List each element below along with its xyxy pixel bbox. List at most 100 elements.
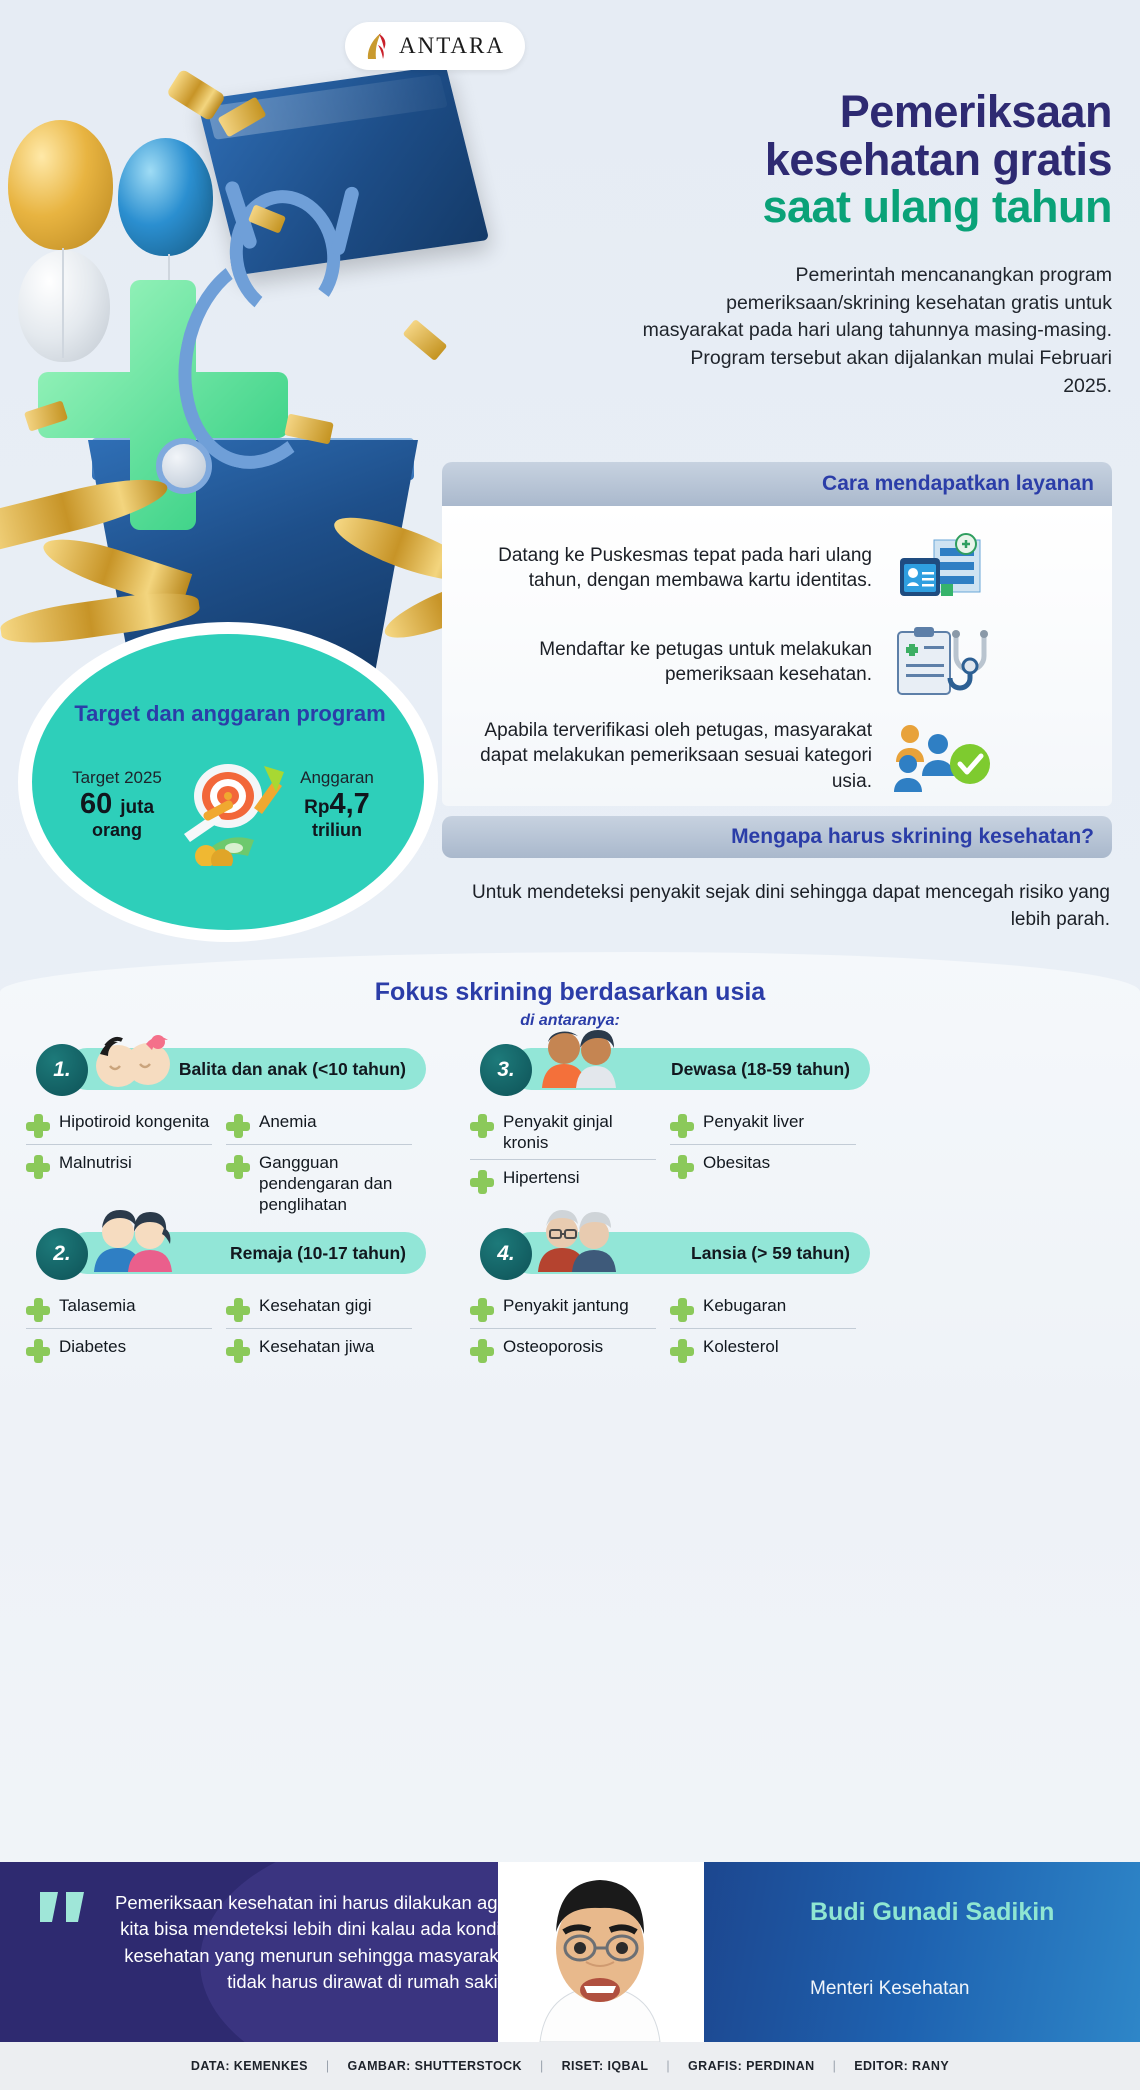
focus-group-column: Anemia Gangguan pendengaran dan pengliha…: [226, 1104, 412, 1221]
focus-group-number: 3.: [480, 1044, 532, 1096]
budget-prefix: Rp: [304, 797, 330, 818]
clipboard-stethoscope-icon: [886, 622, 996, 702]
focus-subheading: di antaranya:: [520, 1012, 620, 1029]
credit-graphics: GRAFIS: PERDINAN: [688, 2059, 815, 2073]
green-cross-bullet-icon: [670, 1298, 694, 1322]
green-cross-bullet-icon: [470, 1114, 494, 1138]
green-cross-bullet-icon: [470, 1170, 494, 1195]
green-cross-bullet-icon: [226, 1339, 250, 1363]
title-line-1: Pemeriksaan: [839, 86, 1113, 137]
budget-value: 4,7: [329, 788, 370, 820]
focus-group-number: 4.: [480, 1228, 532, 1280]
how-to-panel: Datang ke Puskesmas tepat pada hari ulan…: [442, 506, 1112, 806]
focus-group-label: Balita dan anak (<10 tahun): [178, 1059, 406, 1079]
focus-group-column: Talasemia Diabetes: [26, 1288, 212, 1369]
list-item: Kebugaran: [670, 1288, 856, 1329]
list-item: Penyakit jantung: [470, 1288, 656, 1329]
focus-group-number: 2.: [36, 1228, 88, 1280]
adult-couple-icon: [532, 1026, 624, 1088]
list-item: Kesehatan gigi: [226, 1288, 412, 1329]
target-2025-unit1: juta: [120, 797, 155, 818]
green-cross-bullet-icon: [26, 1339, 50, 1363]
focus-group-column: Penyakit ginjal kronis Hipertensi: [470, 1104, 656, 1200]
focus-group-label: Remaja (10-17 tahun): [229, 1243, 406, 1263]
balloon-white-icon: [18, 250, 110, 362]
how-to-step-text: Mendaftar ke petugas untuk melakukan pem…: [539, 638, 872, 685]
green-cross-bullet-icon: [470, 1298, 494, 1322]
how-to-heading: Cara mendapatkan layanan: [822, 472, 1094, 495]
list-item: Obesitas: [670, 1145, 856, 1185]
list-item: Penyakit ginjal kronis: [470, 1104, 656, 1161]
focus-group-label: Lansia (> 59 tahun): [691, 1243, 850, 1263]
antara-logo[interactable]: ANTARA: [345, 22, 525, 70]
babies-icon: [88, 1026, 180, 1088]
credit-separator: |: [832, 2059, 837, 2073]
list-item: Malnutrisi: [26, 1145, 212, 1185]
focus-group-column: Kebugaran Kolesterol: [670, 1288, 856, 1369]
list-item: Kolesterol: [670, 1329, 856, 1369]
list-item: Talasemia: [26, 1288, 212, 1329]
green-cross-bullet-icon: [226, 1298, 250, 1322]
how-to-header: Cara mendapatkan layanan: [442, 462, 1112, 506]
green-cross-bullet-icon: [670, 1339, 694, 1363]
green-cross-bullet-icon: [26, 1298, 50, 1322]
focus-group-3: Dewasa (18-59 tahun) 3. Penyakit ginjal …: [470, 1030, 870, 1200]
focus-group-label: Dewasa (18-59 tahun): [671, 1059, 850, 1079]
page-title: Pemeriksaan kesehatan gratis saat ulang …: [592, 88, 1112, 231]
title-line-3: saat ulang tahun: [762, 181, 1112, 233]
green-cross-bullet-icon: [226, 1114, 250, 1138]
why-header: Mengapa harus skrining kesehatan?: [442, 816, 1112, 858]
focus-group-number: 1.: [36, 1044, 88, 1096]
target-2025-unit2: orang: [91, 820, 142, 841]
target-2025-value: 60: [79, 788, 113, 820]
stethoscope-icon: [156, 179, 450, 560]
list-item: Osteoporosis: [470, 1329, 656, 1369]
quote-text: Pemeriksaan kesehatan ini harus dilakuka…: [114, 1892, 514, 1992]
credit-data: DATA: KEMENKES: [190, 2059, 308, 2073]
budget-unit: triliun: [312, 820, 362, 841]
green-cross-bullet-icon: [226, 1155, 250, 1179]
focus-group-2: Remaja (10-17 tahun) 2. Talasemia Diabet…: [26, 1210, 426, 1369]
credit-editor: EDITOR: RANY: [854, 2059, 950, 2073]
target-2025-block: Target 2025 60 juta orang: [52, 768, 182, 841]
list-item: Diabetes: [26, 1329, 212, 1369]
intro-paragraph: Pemerintah mencanangkan program pemeriks…: [642, 264, 1112, 397]
speaker-name: Budi Gunadi Sadikin: [810, 1898, 1055, 1926]
minister-portrait-icon: [500, 1862, 700, 2042]
focus-group-4: Lansia (> 59 tahun) 4. Penyakit jantun: [470, 1210, 870, 1369]
focus-group-column: Penyakit jantung Osteoporosis: [470, 1288, 656, 1369]
antara-logo-text: ANTARA: [399, 33, 505, 58]
hospital-id-card-icon: [886, 528, 996, 608]
list-item: Hipertensi: [470, 1160, 656, 1200]
target-title: Target dan anggaran program: [74, 701, 386, 726]
why-text: Untuk mendeteksi penyakit sejak dini seh…: [472, 882, 1110, 930]
list-item: Penyakit liver: [670, 1104, 856, 1145]
teen-couple-icon: [88, 1210, 180, 1272]
list-item: Gangguan pendengaran dan penglihatan: [226, 1145, 412, 1221]
gift-box-lid: [196, 65, 490, 275]
quote-section: Pemeriksaan kesehatan ini harus dilakuka…: [0, 1862, 1140, 2042]
credit-image: GAMBAR: SHUTTERSTOCK: [347, 2059, 522, 2073]
dart-target-money-icon: [172, 756, 288, 871]
how-to-step: Mendaftar ke petugas untuk melakukan pem…: [472, 622, 996, 702]
balloon-blue-icon: [118, 138, 213, 256]
green-cross-bullet-icon: [26, 1155, 50, 1179]
quote-mark-icon: [38, 1888, 90, 1934]
focus-section-background: [0, 952, 1140, 1422]
focus-group-column: Penyakit liver Obesitas: [670, 1104, 856, 1200]
green-cross-bullet-icon: [670, 1155, 694, 1179]
focus-group-column: Kesehatan gigi Kesehatan jiwa: [226, 1288, 412, 1369]
credit-research: RISET: IQBAL: [561, 2059, 649, 2073]
gift-box-rim: [92, 438, 414, 480]
title-line-2: kesehatan gratis: [764, 133, 1113, 185]
credits-footer: DATA: KEMENKES | GAMBAR: SHUTTERSTOCK | …: [0, 2042, 1140, 2090]
people-check-icon: [886, 716, 996, 796]
credit-separator: |: [666, 2059, 671, 2073]
antara-flame-icon: [365, 31, 391, 61]
credit-separator: |: [539, 2059, 544, 2073]
focus-group-column: Hipotiroid kongenita Malnutrisi: [26, 1104, 212, 1221]
list-item: Hipotiroid kongenita: [26, 1104, 212, 1145]
focus-group-1: Balita dan anak (<10 tahun) 1. Hipotiroi…: [26, 1035, 426, 1221]
credit-separator: |: [325, 2059, 330, 2073]
